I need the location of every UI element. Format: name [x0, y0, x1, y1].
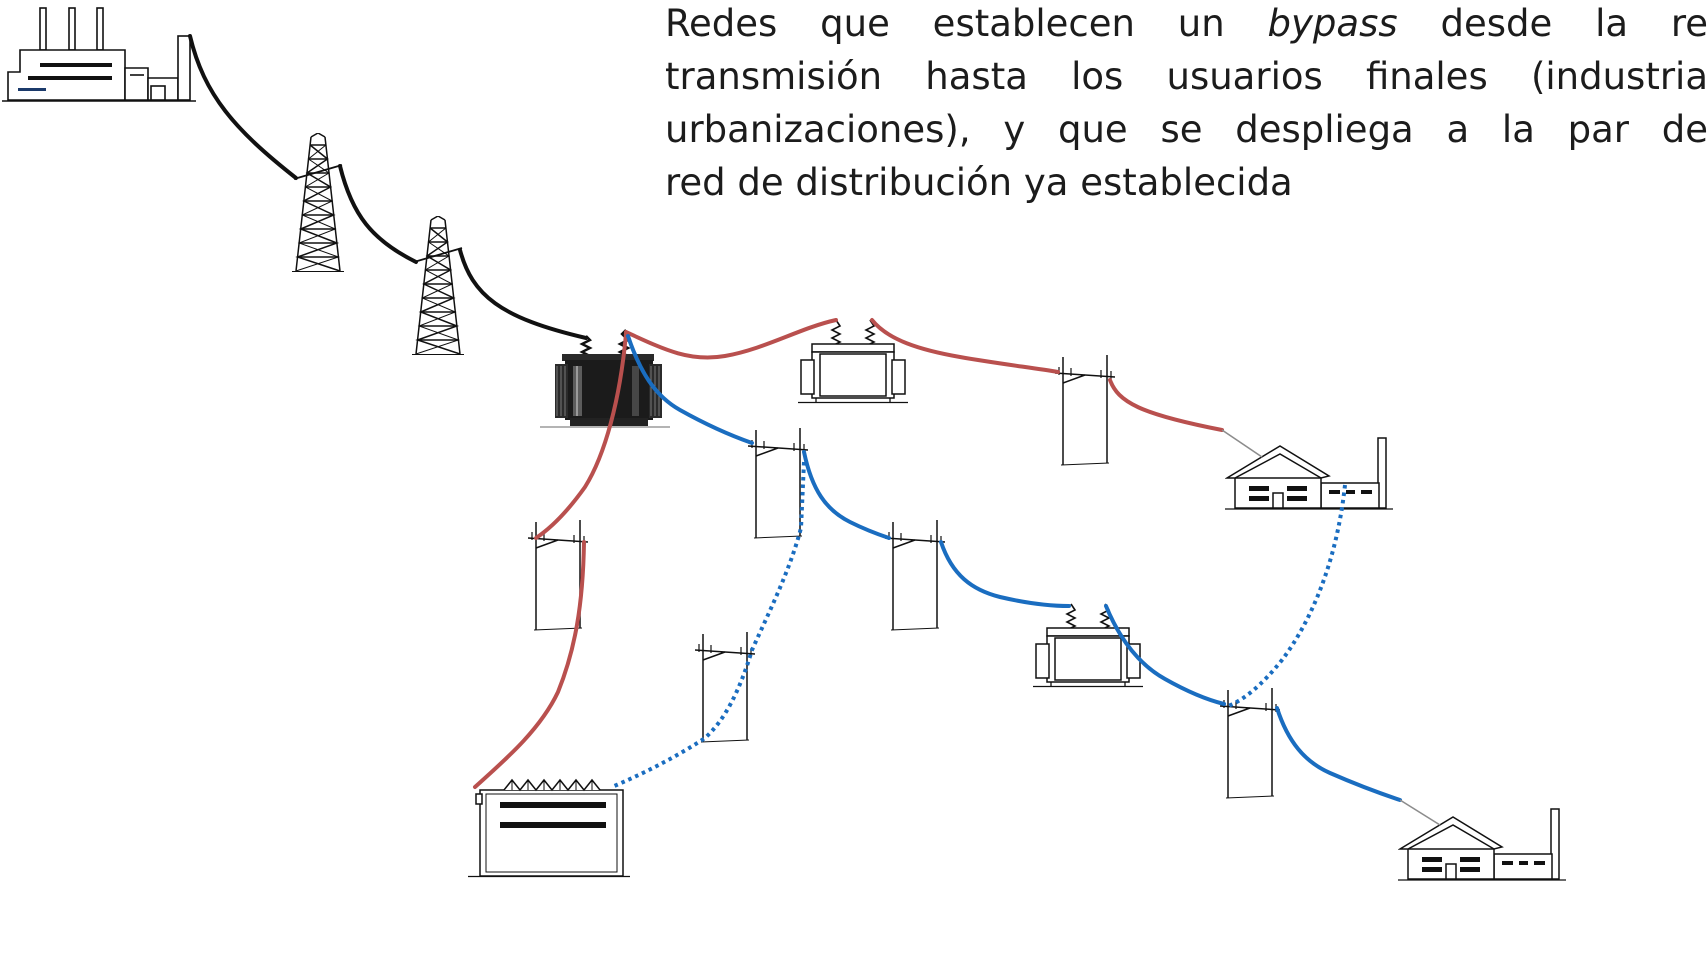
distribution-line-transformer-2-to-pole-4: [1104, 604, 1226, 706]
distribution-transformer-1-icon: [798, 319, 908, 404]
house-2-icon: [1398, 808, 1567, 881]
power-plant-icon: [1, 7, 197, 102]
caption-line-1-end: desde la re: [1440, 2, 1708, 45]
transmission-tower-1-icon: [292, 133, 344, 273]
caption-italic-term: bypass: [1267, 2, 1398, 45]
diagram-caption: Redes que establecen un bypass desde la …: [665, 0, 1708, 209]
caption-line-3: urbanizaciones), y que se despliega a la…: [665, 108, 1708, 151]
transmission-tower-2-icon: [412, 216, 464, 356]
caption-line-1-start: Redes que establecen un: [665, 2, 1225, 45]
caption-line-1: Redes que establecen un bypass desde la …: [665, 0, 1708, 50]
bypass-line-pole-1-to-house-1: [1108, 378, 1224, 432]
factory-icon: [468, 779, 631, 878]
distribution-dotted-line-house-1-to-pole-4: [1227, 484, 1347, 708]
distribution-line-substation-to-pole-2: [626, 334, 754, 445]
bypass-line-substation-to-pole-5: [534, 332, 628, 540]
service-drop-house-2: [1399, 799, 1441, 826]
utility-pole-3-icon: [885, 520, 945, 631]
caption-line-2: transmisión hasta los usuarios finales (…: [665, 55, 1708, 98]
utility-pole-2-icon: [748, 428, 808, 539]
distribution-dotted-line-pole-2-to-factory: [611, 461, 806, 789]
transmission-line-tower-1-to-tower-2: [338, 164, 418, 264]
utility-pole-6-icon: [695, 632, 755, 743]
utility-pole-1-icon: [1055, 355, 1115, 466]
distribution-line-pole-3-to-transformer-2: [939, 540, 1071, 608]
bypass-line-pole-5-to-factory: [473, 540, 586, 789]
service-drop-house-1: [1221, 429, 1263, 458]
caption-line-4: red de distribución ya establecida: [665, 161, 1293, 204]
distribution-line-pole-2-to-pole-3: [802, 450, 891, 540]
transmission-line-tower-2-to-substation: [458, 248, 588, 340]
distribution-line-pole-4-to-house-2: [1275, 706, 1402, 802]
bypass-line-substation-to-transformer-1: [624, 318, 838, 360]
transmission-line-plant-to-tower-1: [188, 34, 298, 180]
bypass-line-transformer-1-to-pole-1: [870, 318, 1060, 374]
